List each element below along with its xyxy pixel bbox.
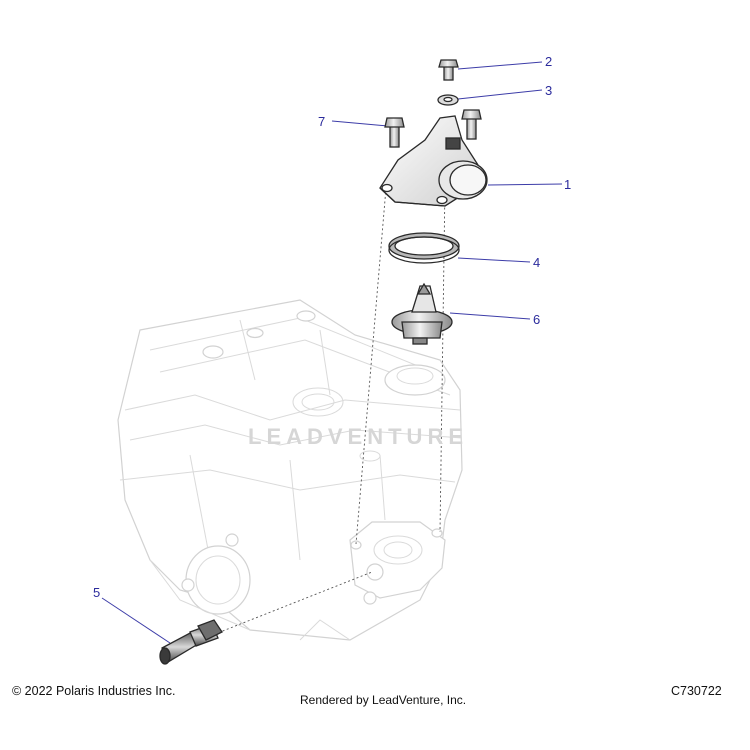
thermostat-part-6 <box>391 282 453 345</box>
callout-5: 5 <box>93 585 101 600</box>
washer-part-3 <box>437 94 459 106</box>
seal-ring-part-4 <box>388 232 460 264</box>
leader-lines <box>101 61 563 644</box>
alignment-lines <box>209 184 446 637</box>
bolt-part-2 <box>438 59 459 81</box>
watermark-text: LEADVENTURE <box>248 424 469 449</box>
callout-7: 7 <box>318 114 326 129</box>
thermostat-housing-part-1 <box>379 115 488 207</box>
callout-6: 6 <box>533 312 541 327</box>
cylinder-head-background <box>117 299 463 641</box>
rendered-by-text: Rendered by LeadVenture, Inc. <box>300 693 467 707</box>
diagram-code: C730722 <box>671 684 722 698</box>
callout-2: 2 <box>545 54 553 69</box>
bolt-part-7-right <box>461 109 482 140</box>
callout-3: 3 <box>545 83 553 98</box>
callout-4: 4 <box>533 255 541 270</box>
fitting-part-5 <box>159 619 223 665</box>
callout-1: 1 <box>564 177 572 192</box>
bolt-part-7-left <box>384 117 405 148</box>
copyright-text: © 2022 Polaris Industries Inc. <box>12 684 176 698</box>
